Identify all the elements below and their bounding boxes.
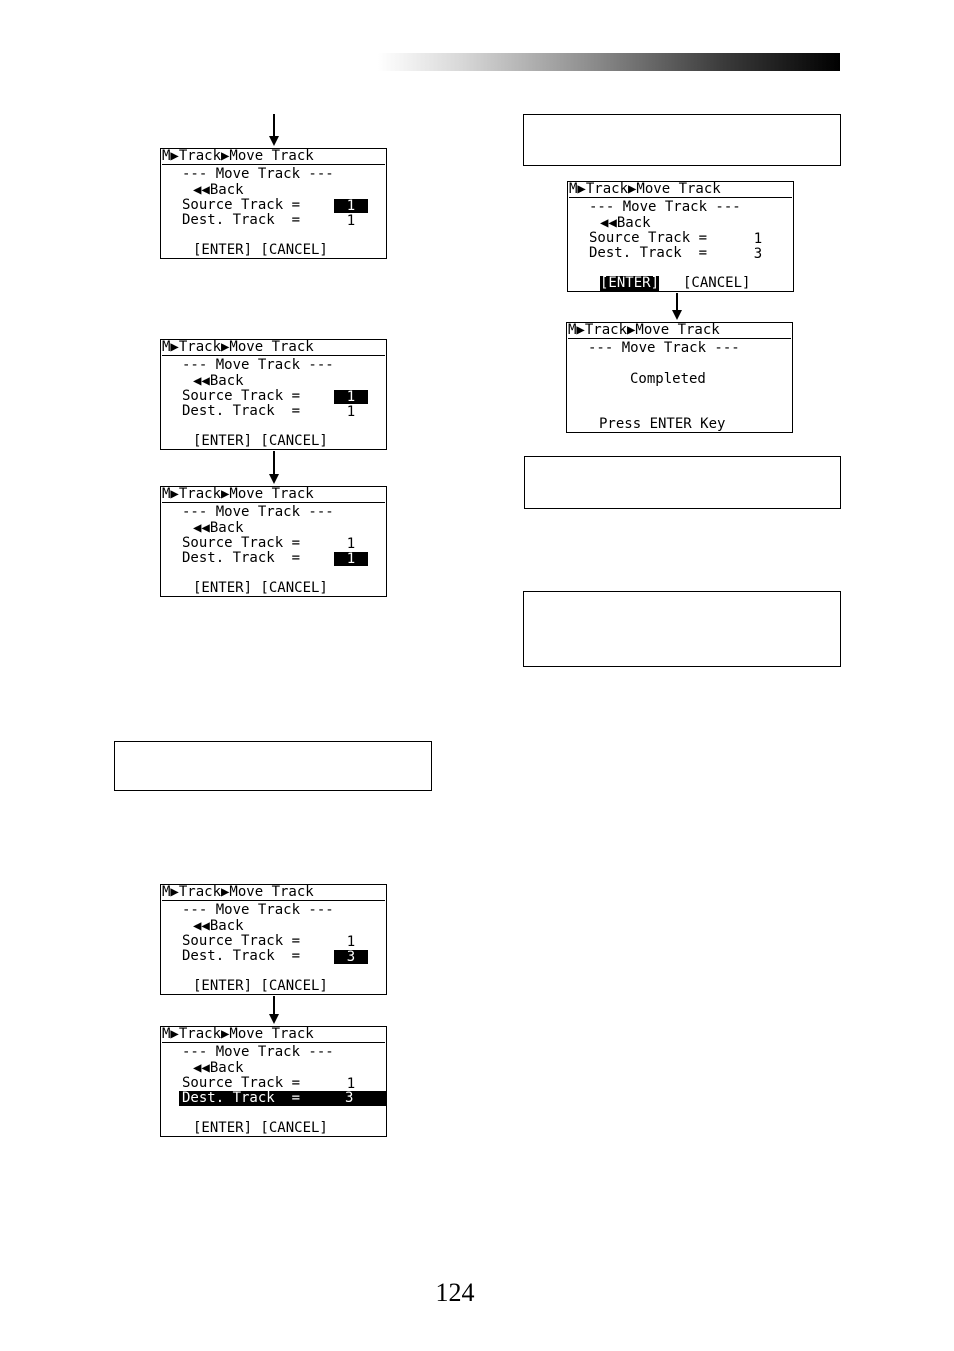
lcd-screen-dest-select: M▶Track▶Move Track --- Move Track --- ◀◀… — [160, 486, 387, 597]
back-item: ◀◀Back — [193, 520, 244, 536]
source-track-value[interactable]: 1 — [346, 934, 356, 950]
dest-track-label: Dest. Track = — [182, 948, 301, 964]
lcd-title: --- Move Track --- — [182, 1044, 334, 1060]
lcd-screen-dest-select: M▶Track▶Move Track --- Move Track --- ◀◀… — [160, 884, 387, 995]
dest-track-value[interactable]: 1 — [334, 552, 368, 566]
back-item: ◀◀Back — [193, 1060, 244, 1076]
down-arrow — [269, 996, 279, 1024]
source-track-value[interactable]: 1 — [346, 1076, 356, 1092]
note-box-4 — [114, 741, 432, 791]
source-track-label: Source Track = — [182, 933, 301, 949]
lcd-buttons: [ENTER] [CANCEL] — [193, 433, 328, 449]
note-box-1 — [523, 114, 841, 166]
lcd-header: M▶Track▶Move Track — [162, 487, 385, 503]
back-item: ◀◀Back — [193, 373, 244, 389]
dest-track-label: Dest. Track = — [182, 550, 301, 566]
lcd-buttons: [ENTER] [CANCEL] — [193, 1120, 328, 1136]
source-track-value[interactable]: 1 — [346, 536, 356, 552]
down-arrow — [672, 293, 682, 320]
down-arrow — [269, 451, 279, 484]
lcd-title: --- Move Track --- — [588, 340, 740, 356]
lcd-title: --- Move Track --- — [589, 199, 741, 215]
dest-track-value: 3 — [345, 1090, 354, 1106]
enter-button[interactable]: [ENTER] — [600, 275, 660, 291]
source-track-label: Source Track = — [182, 388, 301, 404]
dest-track-label: Dest. Track = — [182, 403, 301, 419]
back-item: ◀◀Back — [193, 182, 244, 198]
down-arrow — [269, 114, 279, 146]
source-track-value[interactable]: 1 — [753, 231, 763, 247]
page-number: 124 — [435, 1278, 475, 1307]
lcd-buttons: [ENTER] [CANCEL] — [193, 978, 328, 994]
dest-track-value[interactable]: 1 — [346, 213, 356, 229]
completed-message: Completed — [630, 371, 706, 387]
lcd-buttons: [ENTER] [CANCEL] — [193, 242, 328, 258]
lcd-header: M▶Track▶Move Track — [162, 340, 385, 356]
source-track-label: Source Track = — [182, 535, 301, 551]
dest-track-label: Dest. Track = — [182, 212, 301, 228]
back-item: ◀◀Back — [600, 215, 651, 231]
source-track-label: Source Track = — [589, 230, 708, 246]
lcd-header: M▶Track▶Move Track — [162, 149, 385, 165]
lcd-screen-enter-select: M▶Track▶Move Track --- Move Track --- ◀◀… — [567, 181, 794, 292]
lcd-buttons: [ENTER] [CANCEL] — [193, 580, 328, 596]
source-track-label: Source Track = — [182, 197, 301, 213]
source-track-label: Source Track = — [182, 1075, 301, 1091]
dest-track-value[interactable]: 3 — [334, 950, 368, 964]
dest-track-row-highlight[interactable]: Dest. Track = 3 — [179, 1091, 386, 1106]
cancel-button[interactable]: [CANCEL] — [683, 275, 751, 291]
lcd-title: --- Move Track --- — [182, 166, 334, 182]
lcd-screen-completed: M▶Track▶Move Track --- Move Track --- Co… — [566, 322, 793, 433]
dest-track-label: Dest. Track = — [589, 245, 708, 261]
lcd-screen-source-select: M▶Track▶Move Track --- Move Track --- ◀◀… — [160, 339, 387, 450]
header-gradient-bar — [378, 53, 840, 71]
dest-track-label: Dest. Track = — [182, 1090, 301, 1106]
dest-track-value[interactable]: 1 — [346, 404, 356, 420]
source-track-value[interactable]: 1 — [334, 199, 368, 213]
dest-track-value[interactable]: 3 — [753, 246, 763, 262]
note-box-3 — [523, 591, 841, 667]
note-box-2 — [524, 456, 841, 509]
lcd-title: --- Move Track --- — [182, 357, 334, 373]
source-track-value[interactable]: 1 — [334, 390, 368, 404]
lcd-header: M▶Track▶Move Track — [568, 323, 791, 339]
back-item: ◀◀Back — [193, 918, 244, 934]
lcd-screen-source-select: M▶Track▶Move Track --- Move Track --- ◀◀… — [160, 148, 387, 259]
lcd-title: --- Move Track --- — [182, 504, 334, 520]
lcd-header: M▶Track▶Move Track — [569, 182, 792, 198]
lcd-header: M▶Track▶Move Track — [162, 1027, 385, 1043]
press-enter-message: Press ENTER Key — [599, 416, 726, 432]
lcd-header: M▶Track▶Move Track — [162, 885, 385, 901]
lcd-screen-dest-confirmed: M▶Track▶Move Track --- Move Track --- ◀◀… — [160, 1026, 387, 1137]
lcd-title: --- Move Track --- — [182, 902, 334, 918]
